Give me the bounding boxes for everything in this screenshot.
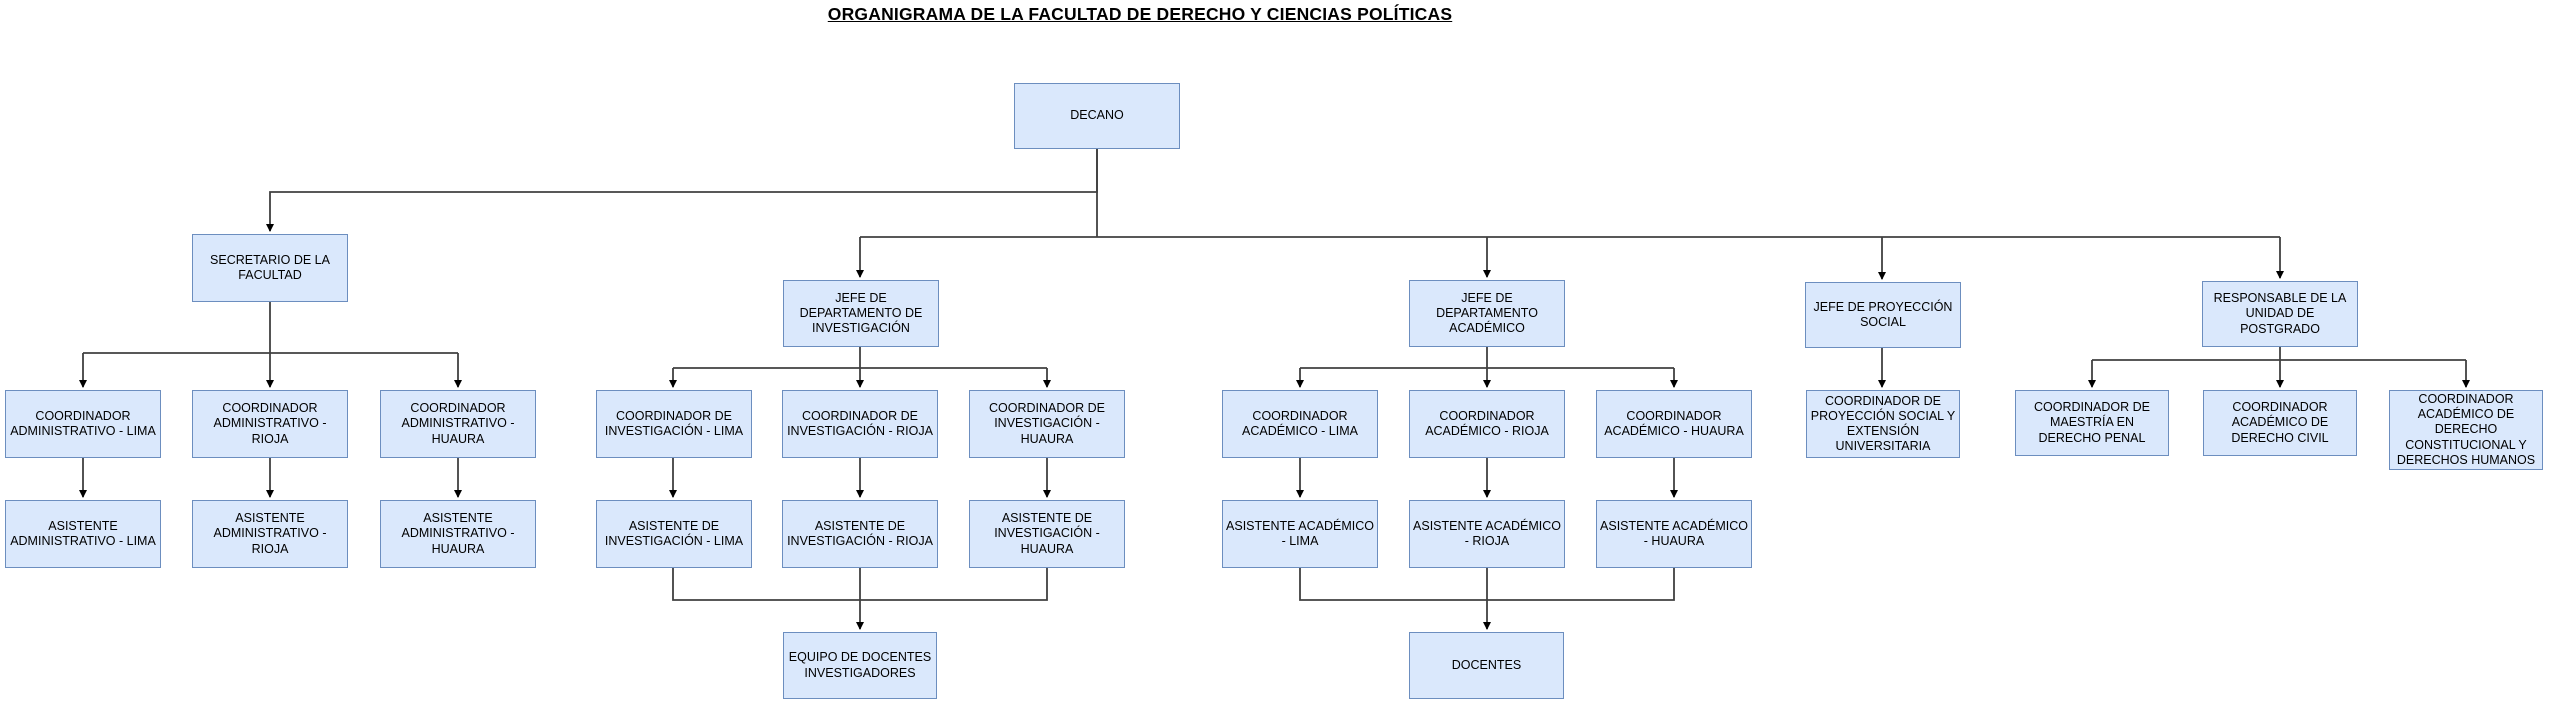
org-node-asist-acad-huaura: ASISTENTE ACADÉMICO - HUAURA: [1596, 500, 1752, 568]
org-node-asist-inv-rioja: ASISTENTE DE INVESTIGACIÓN - RIOJA: [782, 500, 938, 568]
org-node-equipo-docentes-investigadores: EQUIPO DE DOCENTES INVESTIGADORES: [783, 632, 937, 699]
connector-edges: [79, 149, 2470, 630]
org-node-jefe-dpto-investigacion: JEFE DE DEPARTAMENTO DE INVESTIGACIÓN: [783, 280, 939, 347]
org-node-coord-inv-huaura: COORDINADOR DE INVESTIGACIÓN - HUAURA: [969, 390, 1125, 458]
org-node-coord-acad-huaura: COORDINADOR ACADÉMICO - HUAURA: [1596, 390, 1752, 458]
org-node-decano: DECANO: [1014, 83, 1180, 149]
org-node-jefe-proyeccion-social: JEFE DE PROYECCIÓN SOCIAL: [1805, 282, 1961, 348]
org-node-asist-admin-huaura: ASISTENTE ADMINISTRATIVO - HUAURA: [380, 500, 536, 568]
connector-edge: [266, 149, 1098, 232]
org-node-coord-proyeccion-social: COORDINADOR DE PROYECCIÓN SOCIAL Y EXTEN…: [1806, 390, 1960, 458]
org-node-responsable-postgrado: RESPONSABLE DE LA UNIDAD DE POSTGRADO: [2202, 281, 2358, 347]
org-node-coord-admin-huaura: COORDINADOR ADMINISTRATIVO - HUAURA: [380, 390, 536, 458]
org-node-asist-admin-lima: ASISTENTE ADMINISTRATIVO - LIMA: [5, 500, 161, 568]
org-node-asist-acad-lima: ASISTENTE ACADÉMICO - LIMA: [1222, 500, 1378, 568]
org-node-coord-admin-rioja: COORDINADOR ADMINISTRATIVO - RIOJA: [192, 390, 348, 458]
org-node-coord-maestria-penal: COORDINADOR DE MAESTRÍA EN DERECHO PENAL: [2015, 390, 2169, 456]
org-node-secretario-facultad: SECRETARIO DE LA FACULTAD: [192, 234, 348, 302]
org-node-docentes: DOCENTES: [1409, 632, 1564, 699]
org-node-coord-acad-constitucional: COORDINADOR ACADÉMICO DE DERECHO CONSTIT…: [2389, 390, 2543, 470]
org-node-coord-acad-lima: COORDINADOR ACADÉMICO - LIMA: [1222, 390, 1378, 458]
org-node-coord-admin-lima: COORDINADOR ADMINISTRATIVO - LIMA: [5, 390, 161, 458]
org-node-coord-acad-civil: COORDINADOR ACADÉMICO DE DERECHO CIVIL: [2203, 390, 2357, 456]
org-node-asist-acad-rioja: ASISTENTE ACADÉMICO - RIOJA: [1409, 500, 1565, 568]
org-node-coord-inv-lima: COORDINADOR DE INVESTIGACIÓN - LIMA: [596, 390, 752, 458]
org-node-asist-inv-huaura: ASISTENTE DE INVESTIGACIÓN - HUAURA: [969, 500, 1125, 568]
page-title: ORGANIGRAMA DE LA FACULTAD DE DERECHO Y …: [827, 4, 1453, 24]
org-node-coord-acad-rioja: COORDINADOR ACADÉMICO - RIOJA: [1409, 390, 1565, 458]
org-node-jefe-dpto-academico: JEFE DE DEPARTAMENTO ACADÉMICO: [1409, 280, 1565, 347]
org-node-asist-admin-rioja: ASISTENTE ADMINISTRATIVO - RIOJA: [192, 500, 348, 568]
org-node-asist-inv-lima: ASISTENTE DE INVESTIGACIÓN - LIMA: [596, 500, 752, 568]
org-node-coord-inv-rioja: COORDINADOR DE INVESTIGACIÓN - RIOJA: [782, 390, 938, 458]
